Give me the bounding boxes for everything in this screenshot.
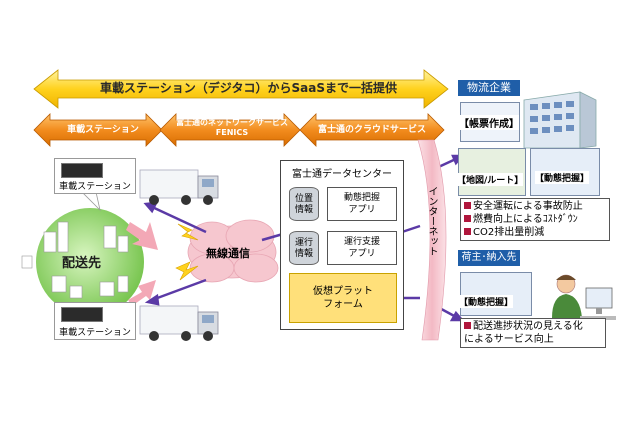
screen-map-label: 【地図/ルート】	[457, 173, 524, 186]
logistics-bullet-3: CO2排出量削減	[464, 226, 606, 239]
position-db-line2: 情報	[294, 205, 313, 215]
lightning-icon-bottom	[175, 261, 199, 281]
tracking-app-line2: アプリ	[348, 205, 376, 215]
screen-report: 【帳票作成】	[459, 102, 520, 142]
truck-icon-bottom	[139, 305, 219, 341]
seg-cloud-arrow	[299, 113, 445, 147]
person-icon	[552, 274, 616, 320]
bullet-text: CO2排出量削減	[473, 227, 545, 238]
datacenter-box: 富士通データセンター 位置 情報 運行 情報 動態把握 アプリ 運行支援 アプリ…	[280, 160, 404, 330]
logistics-bullet-2: 燃費向上によるｺｽﾄﾀﾞｳﾝ	[464, 213, 606, 226]
screen-report-label: 【帳票作成】	[459, 115, 519, 130]
seg-network-label-line1: 富士通のネットワークサービス	[176, 118, 288, 127]
shipper-bullet-line1: 配送進捗状況の見える化	[464, 320, 602, 333]
station-bottom-label: 車載ステーション	[59, 328, 131, 338]
operation-db-line2: 情報	[294, 249, 313, 259]
logistics-bullets: 安全運転による事故防止 燃費向上によるｺｽﾄﾀﾞｳﾝ CO2排出量削減	[460, 198, 610, 241]
position-db-line1: 位置	[294, 194, 313, 204]
virtual-platform-line1: 仮想プラット	[313, 286, 373, 297]
top-banner-arrow	[33, 69, 449, 109]
digital-tachograph-icon	[61, 307, 103, 322]
shipper-bullet-line2: によるサービス向上	[464, 334, 554, 345]
digital-tachograph-icon	[61, 163, 103, 178]
screen-tracking: 【動態把握】	[530, 148, 600, 196]
operation-app-box: 運行支援 アプリ	[327, 231, 397, 265]
top-banner-label: 車載ステーション（デジタコ）からSaaSまで一括提供	[100, 81, 398, 95]
virtual-platform-box: 仮想プラット フォーム	[289, 273, 397, 323]
bullet-text: 燃費向上によるｺｽﾄﾀﾞｳﾝ	[473, 214, 578, 225]
shipper-title: 荷主･納入先	[458, 250, 520, 266]
screen-shipper-label: 【動態把握】	[459, 295, 514, 308]
station-callout-top: 車載ステーション	[54, 158, 136, 194]
internet-band	[417, 139, 447, 341]
station-top-label: 車載ステーション	[59, 182, 131, 192]
screen-map: 【地図/ルート】	[457, 148, 526, 196]
operation-db-line1: 運行	[294, 238, 313, 248]
datacenter-title: 富士通データセンター	[292, 169, 392, 180]
screen-tracking-label: 【動態把握】	[535, 171, 590, 184]
office-building-icon	[523, 91, 597, 149]
seg-station-label: 車載ステーション	[67, 125, 139, 135]
tracking-app-line1: 動態把握	[343, 193, 380, 203]
destination-label: 配送先	[62, 256, 102, 271]
virtual-platform-line2: フォーム	[323, 299, 363, 310]
lightning-icon-top	[177, 223, 199, 241]
wireless-label: 無線通信	[206, 247, 250, 260]
truck-icon-top	[139, 169, 219, 205]
operation-db-icon: 運行 情報	[289, 231, 319, 265]
pink-arrow-top	[126, 222, 158, 250]
bullet-text: 配送進捗状況の見える化	[473, 321, 583, 332]
shipper-bullets: 配送進捗状況の見える化 によるサービス向上	[460, 318, 606, 348]
internet-label: インターネット	[426, 186, 437, 256]
tracking-app-box: 動態把握 アプリ	[327, 187, 397, 221]
pink-arrow-bottom	[128, 280, 156, 306]
logistics-title: 物流企業	[458, 80, 520, 96]
logistics-bullet-1: 安全運転による事故防止	[464, 200, 606, 213]
seg-network-label: 富士通のネットワークサービス FENICS	[170, 118, 294, 138]
seg-network-label-line2: FENICS	[215, 128, 249, 137]
operation-app-line1: 運行支援	[343, 237, 380, 247]
city-buildings-icon	[21, 221, 129, 299]
position-db-icon: 位置 情報	[289, 187, 319, 221]
bullet-text: 安全運転による事故防止	[473, 201, 583, 212]
station-callout-bottom: 車載ステーション	[54, 302, 136, 340]
screen-shipper-tracking: 【動態把握】	[459, 272, 532, 316]
seg-cloud-label: 富士通のクラウドサービス	[317, 125, 426, 135]
operation-app-line2: アプリ	[348, 249, 376, 259]
